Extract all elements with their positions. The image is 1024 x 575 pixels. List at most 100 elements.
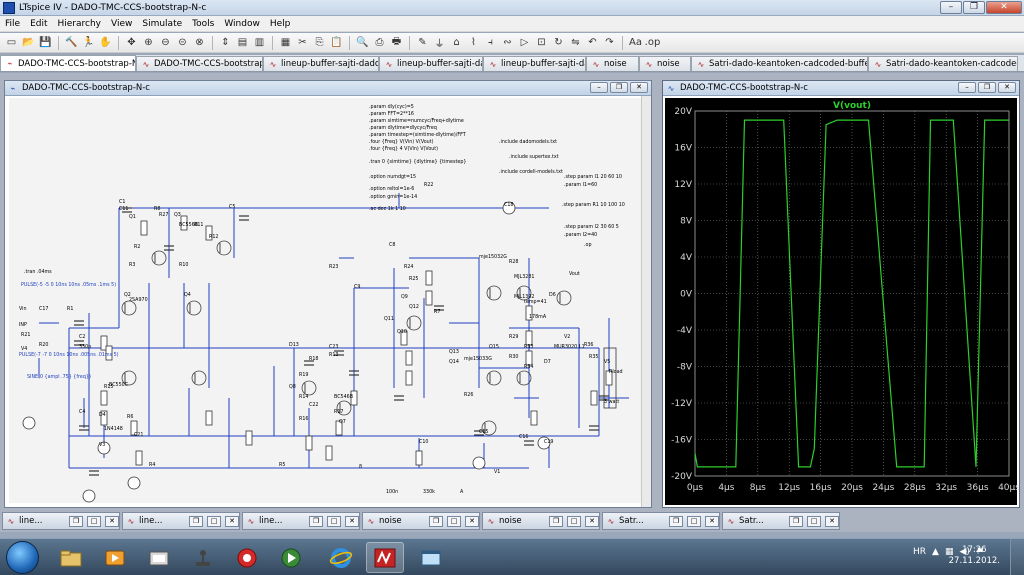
component-label[interactable]: R17 [334, 409, 343, 415]
transistor-symbol[interactable] [556, 290, 572, 306]
minimized-close-button[interactable]: ✕ [825, 515, 839, 527]
menu-tools[interactable]: Tools [192, 18, 215, 29]
component-label[interactable]: C10 [419, 439, 428, 445]
spice-directive[interactable]: .param I1=60 [564, 182, 597, 188]
voltage-source-symbol[interactable] [97, 441, 111, 455]
component-label[interactable]: Q2 [124, 292, 131, 298]
pan-icon[interactable]: ✥ [127, 37, 136, 48]
zoom-in-icon[interactable]: ⊕ [144, 37, 153, 48]
component-label[interactable]: C17 [39, 306, 48, 312]
component-label[interactable]: C18 [504, 202, 513, 208]
spice-directive[interactable]: .option numdgt=15 [369, 174, 416, 180]
component-label[interactable]: 178mA [529, 314, 547, 320]
resistor-symbol[interactable] [405, 370, 413, 386]
component-label[interactable]: Q8 [289, 384, 296, 390]
transistor-symbol[interactable] [301, 380, 317, 396]
minimized-maximize-button[interactable]: □ [327, 515, 341, 527]
schematic-vertical-scrollbar[interactable] [641, 96, 651, 507]
minimized-restore-button[interactable]: ❐ [789, 515, 803, 527]
resistor-symbol[interactable] [530, 410, 538, 426]
resistor-symbol[interactable] [605, 370, 613, 386]
resistor-symbol[interactable] [100, 335, 108, 351]
source-definition[interactable]: PULSE(-7 -7 0 10ns 10ns .005ns .01ms 5) [19, 352, 119, 358]
minimized-close-button[interactable]: ✕ [585, 515, 599, 527]
component-label[interactable]: mje15033G [464, 356, 492, 362]
media-center-icon[interactable] [272, 542, 310, 573]
tab-document-7[interactable]: ∿Satri-dado-keantoken-cadcoded-buffers-l… [691, 56, 868, 71]
menu-file[interactable]: File [5, 18, 21, 29]
component-label[interactable]: R19 [299, 372, 308, 378]
component-label[interactable]: R26 [464, 392, 473, 398]
component-label[interactable]: C9 [354, 284, 360, 290]
transistor-symbol[interactable] [151, 250, 167, 266]
tray-expand-icon[interactable]: ▲ [932, 547, 939, 557]
explorer-icon[interactable] [52, 542, 90, 573]
run-icon[interactable]: 🏃 [82, 37, 95, 48]
spice-directive[interactable]: .step param R1 10 100 10 [562, 202, 625, 208]
resistor-symbol[interactable] [590, 390, 598, 406]
ground-icon[interactable]: ⏚ [434, 39, 445, 50]
transistor-symbol[interactable] [516, 285, 532, 301]
component-label[interactable]: R1 [67, 306, 73, 312]
component-label[interactable]: 8 [359, 464, 362, 470]
spice-directive[interactable]: .four {Freq} 4 V(Vin) V(Vout) [369, 146, 438, 152]
component-label[interactable]: R29 [509, 334, 518, 340]
component-label[interactable]: BC550C [109, 382, 129, 388]
tab-document-1[interactable]: ∿DADO-TMC-CCS-bootstrap-N-c [136, 56, 263, 71]
spice-directive[interactable]: .tran 0 {simtime} {dlytime} {timestep} [369, 159, 466, 165]
component-label[interactable]: C5 [229, 204, 235, 210]
waveform-close-button[interactable]: ✕ [998, 82, 1016, 93]
redo-icon[interactable]: ↷ [605, 37, 614, 48]
component-label[interactable]: Q11 [384, 316, 394, 322]
component-label[interactable]: R6 [127, 414, 133, 420]
resistor-symbol[interactable] [335, 420, 343, 436]
component-label[interactable]: C2 [79, 334, 85, 340]
minimized-restore-button[interactable]: ❐ [69, 515, 83, 527]
diode-icon[interactable]: ▷ [520, 37, 529, 48]
component-label[interactable]: MUR3020 [554, 344, 577, 350]
resistor-symbol[interactable] [525, 305, 533, 321]
minimized-window-2[interactable]: ∿line...❐□✕ [242, 512, 360, 530]
resistor-symbol[interactable] [405, 350, 413, 366]
spice-directive[interactable]: .ac dec 1k 1 10 [369, 206, 406, 212]
resistor-symbol[interactable] [205, 225, 213, 241]
resistor-symbol[interactable] [425, 270, 433, 286]
inductor-icon[interactable]: ∾ [503, 37, 512, 48]
component-label[interactable]: Q4 [184, 292, 191, 298]
resistor-symbol[interactable] [525, 350, 533, 366]
component-label[interactable]: R33 [524, 344, 533, 350]
zoom-out-icon[interactable]: ⊖ [161, 37, 170, 48]
component-label[interactable]: Q12 [409, 304, 419, 310]
component-label[interactable]: INP [19, 322, 27, 328]
component-icon[interactable]: ⊡ [537, 37, 546, 48]
component-label[interactable]: Q15 [489, 344, 499, 350]
resistor-icon[interactable]: ⌇ [471, 37, 476, 48]
component-label[interactable]: Q9 [401, 294, 408, 300]
find-icon[interactable]: 🔍 [356, 37, 369, 48]
menu-help[interactable]: Help [269, 18, 291, 29]
minimized-close-button[interactable]: ✕ [225, 515, 239, 527]
spice-directive[interactable]: .step param I2 30 60 5 [564, 224, 619, 230]
autorange-icon[interactable]: ⇕ [221, 37, 230, 48]
minimized-maximize-button[interactable]: □ [567, 515, 581, 527]
spice-directive[interactable]: .tran .04ms [24, 269, 52, 275]
resistor-symbol[interactable] [180, 215, 188, 231]
resistor-symbol[interactable] [325, 445, 333, 461]
resistor-symbol[interactable] [105, 345, 113, 361]
system-clock[interactable]: 17:26 27.11.2012. [949, 545, 1000, 567]
component-label[interactable]: L1 [579, 344, 585, 350]
component-label[interactable]: R36 [584, 342, 593, 348]
menu-simulate[interactable]: Simulate [142, 18, 183, 29]
minimized-maximize-button[interactable]: □ [207, 515, 221, 527]
transistor-symbol[interactable] [186, 300, 202, 316]
network-tray-icon[interactable]: ▦ [944, 547, 954, 557]
transistor-symbol[interactable] [336, 400, 352, 416]
resistor-symbol[interactable] [100, 390, 108, 406]
resistor-symbol[interactable] [135, 450, 143, 466]
menu-edit[interactable]: Edit [30, 18, 48, 29]
spice-directive[interactable]: .step param I1 20 60 10 [564, 174, 622, 180]
media-player-icon[interactable] [96, 542, 134, 573]
waveform-minimize-button[interactable]: – [958, 82, 976, 93]
component-label[interactable]: V1 [494, 469, 500, 475]
